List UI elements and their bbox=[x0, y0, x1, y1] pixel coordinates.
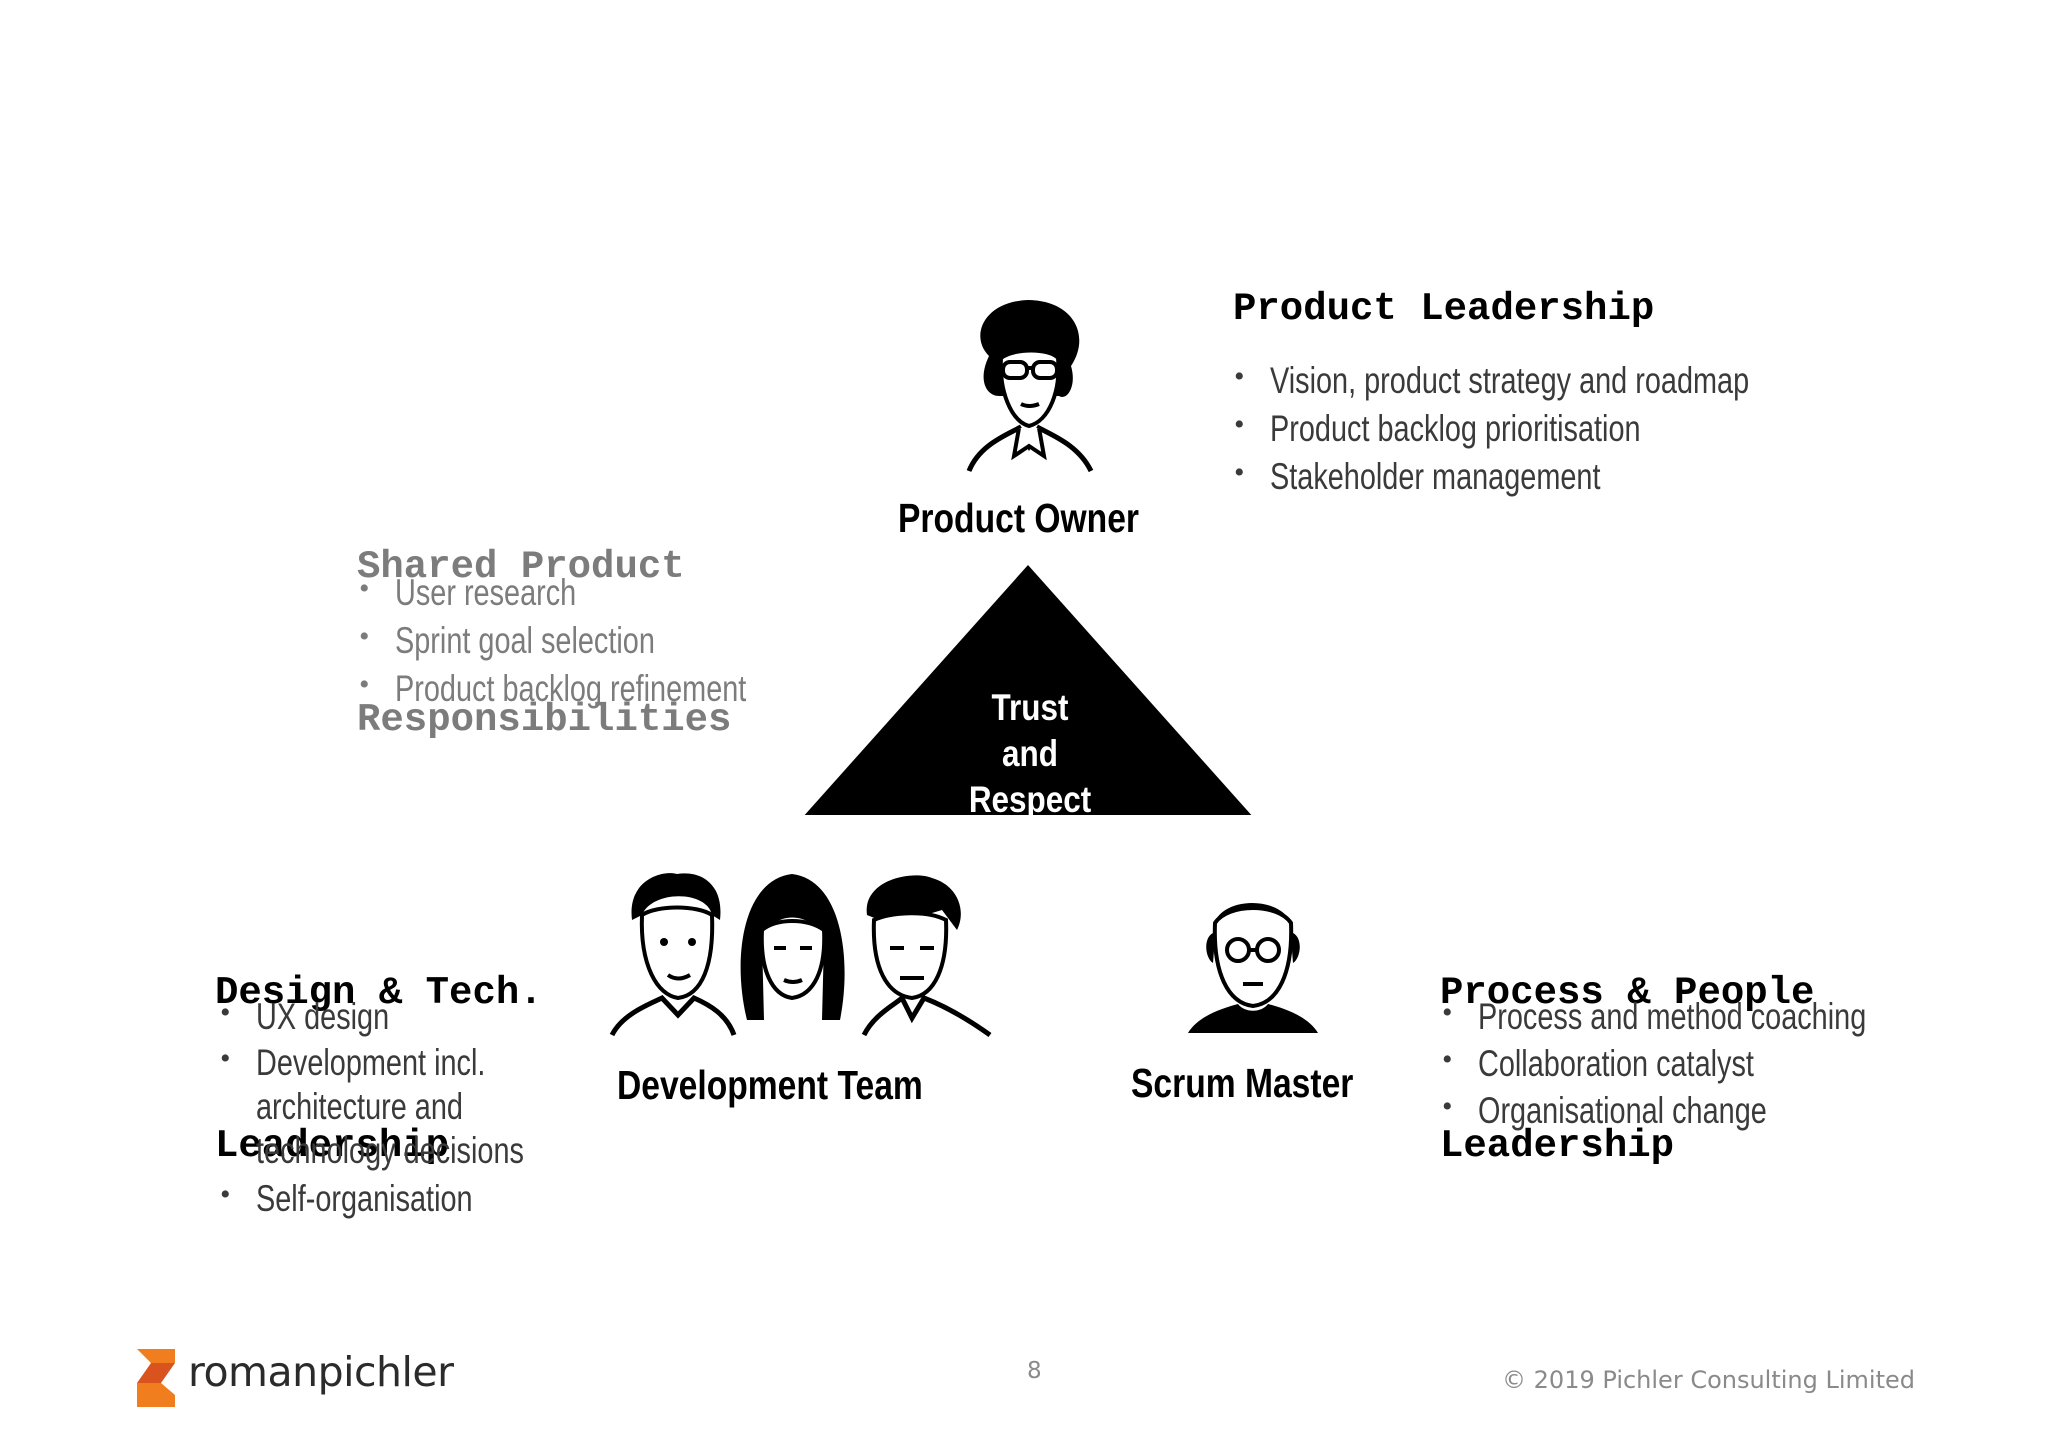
development-team-illustration bbox=[609, 873, 992, 1038]
development-team-label: Development Team bbox=[617, 1062, 923, 1108]
design-tech-leadership-list: •UX design •Development incl. architectu… bbox=[220, 996, 600, 1224]
copyright: © 2019 Pichler Consulting Limited bbox=[1502, 1366, 1915, 1394]
list-item: •Collaboration catalyst bbox=[1442, 1043, 1754, 1084]
list-item: •Organisational change bbox=[1442, 1090, 1767, 1131]
product-owner-label: Product Owner bbox=[898, 495, 1139, 541]
page-number: 8 bbox=[1027, 1358, 1042, 1384]
shared-responsibilities-title: Shared Product Responsibilities bbox=[357, 440, 731, 848]
list-item: •UX design bbox=[220, 996, 390, 1037]
process-people-leadership-title: Process & People Leadership bbox=[1440, 866, 1814, 1274]
triangle-line1: Trust and bbox=[991, 687, 1069, 774]
list-item: •Stakeholder management bbox=[1234, 456, 1601, 497]
list-item: •Product backlog refinement bbox=[359, 668, 747, 709]
romanpichler-logo-text: romanpichler bbox=[188, 1348, 454, 1396]
list-item: •Process and method coaching bbox=[1442, 996, 1867, 1037]
list-item: •User research bbox=[359, 572, 577, 613]
shared-title-line1: Shared Product bbox=[357, 545, 685, 589]
process-people-leadership-list: •Process and method coaching •Collaborat… bbox=[1442, 996, 1976, 1137]
shared-responsibilities-list: •User research •Sprint goal selection •P… bbox=[359, 572, 845, 716]
product-leadership-title: Product Leadership bbox=[1233, 287, 1655, 331]
list-item: •Vision, product strategy and roadmap bbox=[1234, 360, 1750, 401]
design-tech-leadership-title: Design & Tech. Leadership bbox=[215, 866, 543, 1274]
scrum-master-illustration bbox=[1188, 903, 1318, 1033]
list-item: •Product backlog prioritisation bbox=[1234, 408, 1641, 449]
sm-title-line2: Leadership bbox=[1440, 1124, 1675, 1168]
product-owner-illustration bbox=[966, 300, 1094, 473]
trust-triangle bbox=[804, 565, 1252, 815]
product-leadership-list: •Vision, product strategy and roadmap •P… bbox=[1234, 360, 1884, 504]
list-item-continuation: architecture and bbox=[256, 1086, 463, 1127]
scrum-master-label: Scrum Master bbox=[1131, 1060, 1354, 1106]
sm-title-line1: Process & People bbox=[1440, 971, 1815, 1015]
romanpichler-logo-icon bbox=[137, 1349, 175, 1407]
list-item: •Self-organisation bbox=[220, 1178, 473, 1219]
dev-title-line2: Leadership bbox=[215, 1124, 450, 1168]
list-item-continuation: technology decisions bbox=[256, 1130, 524, 1171]
dev-title-line1: Design & Tech. bbox=[215, 971, 543, 1015]
list-item: •Sprint goal selection bbox=[359, 620, 655, 661]
list-item: •Development incl. bbox=[220, 1042, 486, 1083]
trust-triangle-label: Trust and Respect bbox=[950, 685, 1110, 823]
triangle-line2: Respect bbox=[968, 779, 1092, 820]
shared-title-line2: Responsibilities bbox=[357, 698, 732, 742]
